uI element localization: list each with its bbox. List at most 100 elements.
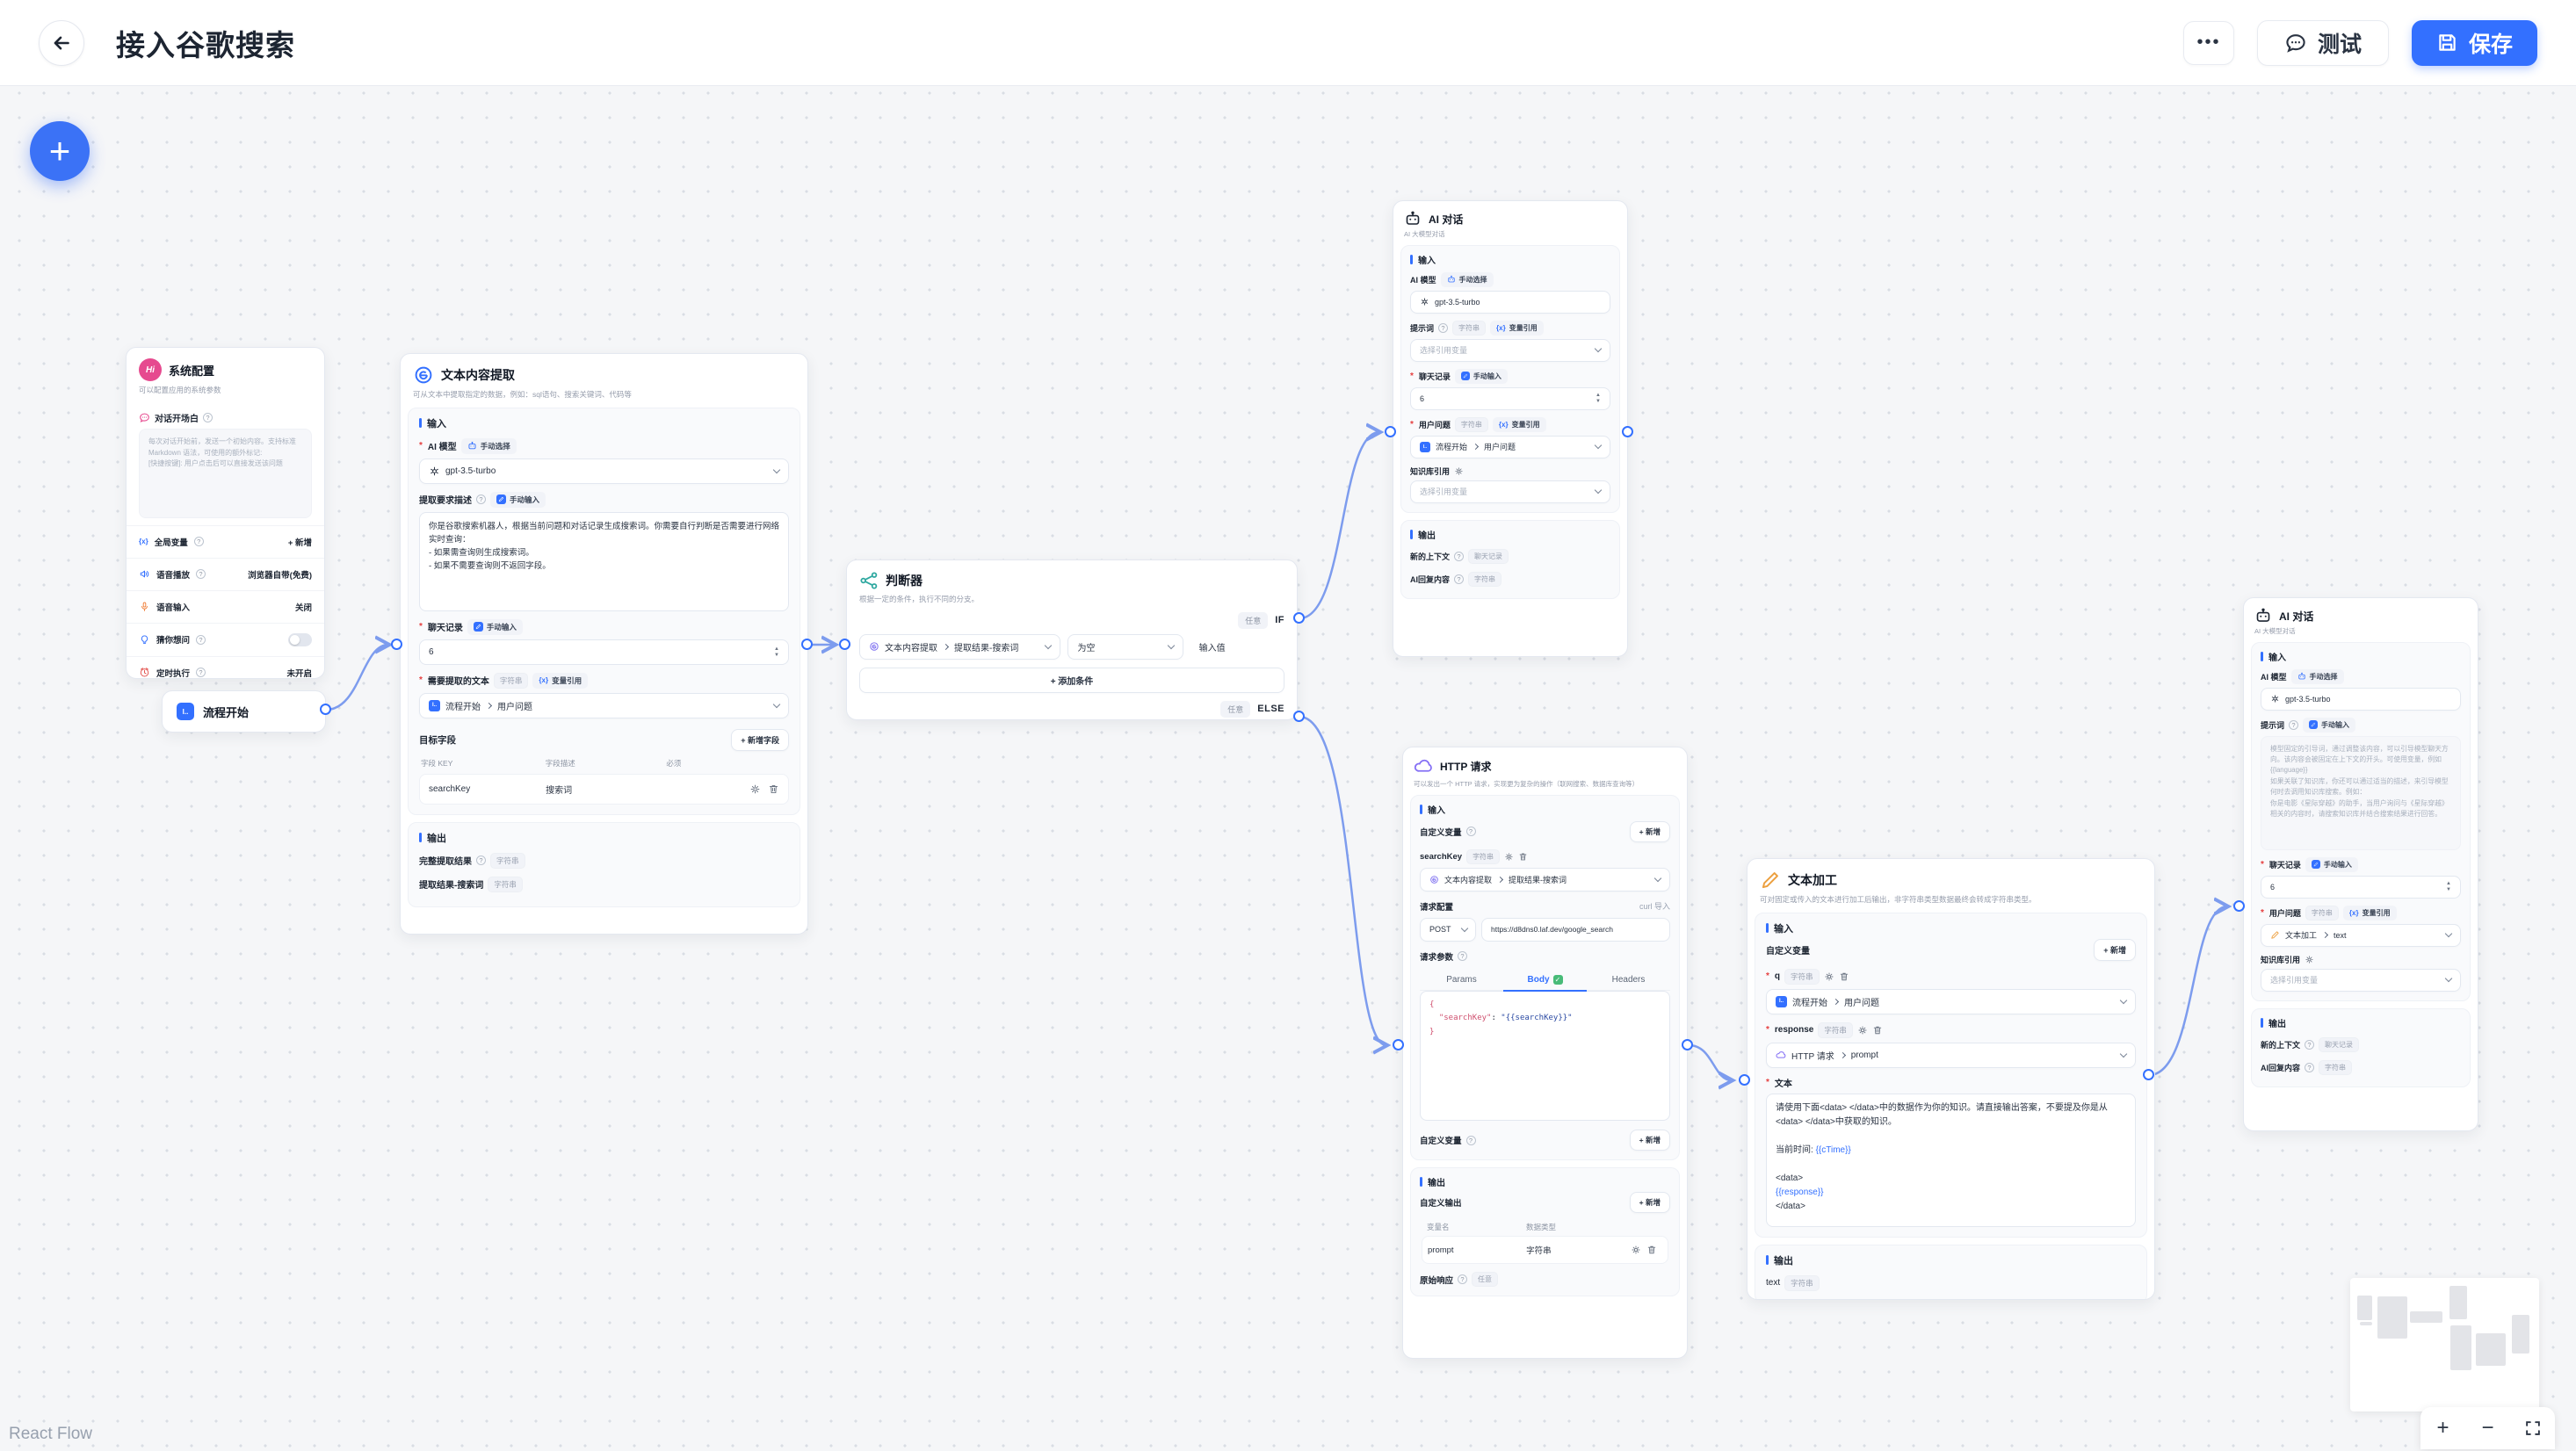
curl-import-button[interactable]: curl 导入 <box>1639 902 1670 911</box>
minimap[interactable] <box>2350 1278 2539 1411</box>
help-icon[interactable] <box>196 634 206 645</box>
trash-icon[interactable] <box>1839 971 1849 982</box>
gear-icon[interactable] <box>1631 1245 1641 1255</box>
node-ai-chat-2[interactable]: AI 对话 AI 大模型对话 输入 AI 模型 手动选择 gpt-3.5-tur… <box>2243 597 2478 1131</box>
gear-icon[interactable] <box>1857 1025 1868 1036</box>
help-icon[interactable] <box>1458 1274 1468 1284</box>
condition-op-select[interactable]: 为空 <box>1067 633 1183 660</box>
history-count-input[interactable]: 6 <box>419 639 789 665</box>
gear-icon[interactable] <box>2305 955 2314 964</box>
welcome-textarea[interactable]: 每次对话开始前，发送一个初始内容。支持标准 Markdown 语法，可使用的额外… <box>139 428 312 518</box>
node-flow-start[interactable]: I.. 流程开始 <box>162 690 326 733</box>
help-icon[interactable] <box>2305 1039 2315 1050</box>
help-icon[interactable] <box>2305 1062 2315 1072</box>
help-icon[interactable] <box>1438 322 1449 333</box>
prompt-ref-select[interactable]: 选择引用变量 <box>1410 338 1610 362</box>
node-system-config[interactable]: Hi 系统配置 可以配置应用的系统参数 对话开场白 每次对话开始前，发送一个初始… <box>126 347 325 679</box>
gear-icon[interactable] <box>1504 852 1514 862</box>
tab-body[interactable]: Body <box>1503 970 1587 992</box>
require-textarea[interactable]: 你是谷歌搜索机器人，根据当前问题和对话记录生成搜索词。你需要自行判断是否需要进行… <box>419 511 789 611</box>
connection-handle[interactable] <box>2143 1069 2154 1080</box>
connection-handle[interactable] <box>391 639 402 650</box>
help-icon[interactable] <box>193 537 204 547</box>
model-select[interactable]: gpt-3.5-turbo <box>1410 290 1610 314</box>
zoom-in-button[interactable]: + <box>2436 1416 2449 1440</box>
help-icon[interactable] <box>1454 551 1465 561</box>
guess-question-toggle[interactable] <box>288 632 312 646</box>
node-http-request[interactable]: HTTP 请求 可以发出一个 HTTP 请求，实现更为复杂的操作（联网搜索、数据… <box>1402 747 1688 1359</box>
method-select[interactable]: POST <box>1420 917 1476 942</box>
q-source-select[interactable]: I..流程开始用户问题 <box>1766 988 2136 1014</box>
help-icon[interactable] <box>476 494 486 505</box>
user-question-select[interactable]: I..流程开始用户问题 <box>1410 435 1610 458</box>
help-icon[interactable] <box>476 855 486 866</box>
trash-icon[interactable] <box>1518 852 1528 862</box>
trash-icon[interactable] <box>768 783 779 795</box>
prompt-textarea[interactable]: 模型固定的引导词，通过调整该内容，可以引导模型聊天方向。该内容会被固定在上下文的… <box>2261 735 2461 850</box>
node-ai-chat-1[interactable]: AI 对话 AI 大模型对话 输入 AI 模型 手动选择 gpt-3.5-tur… <box>1393 200 1628 657</box>
connection-handle[interactable] <box>1682 1039 1693 1050</box>
connection-handle[interactable] <box>1293 612 1305 624</box>
add-output-button[interactable]: + 新增 <box>1629 1192 1670 1213</box>
condition-var-select[interactable]: 文本内容提取提取结果-搜索词 <box>859 633 1061 660</box>
voice-input-value[interactable]: 关闭 <box>294 603 312 613</box>
test-button[interactable]: 测试 <box>2256 19 2389 66</box>
node-text-process[interactable]: 文本加工 可对固定或传入的文本进行加工后输出，非字符串类型数据最终会转成字符串类… <box>1747 858 2155 1300</box>
zoom-out-button[interactable]: − <box>2481 1416 2494 1440</box>
help-icon[interactable] <box>1458 951 1468 961</box>
schedule-value[interactable]: 未开启 <box>286 668 312 679</box>
tab-headers[interactable]: Headers <box>1611 974 1646 985</box>
add-field-button[interactable]: + 新增字段 <box>731 728 789 751</box>
trash-icon[interactable] <box>1646 1245 1657 1255</box>
history-count-input[interactable]: 6 <box>2261 875 2461 899</box>
var-source-select[interactable]: 文本内容提取提取结果-搜索词 <box>1420 867 1670 892</box>
help-icon[interactable] <box>1465 827 1476 836</box>
connection-handle[interactable] <box>2233 900 2245 912</box>
add-condition-button[interactable]: + 添加条件 <box>859 667 1284 693</box>
source-select[interactable]: I..流程开始用户问题 <box>419 692 789 718</box>
body-json-editor[interactable]: { "searchKey": "{{searchKey}}" } <box>1420 991 1670 1121</box>
node-text-extract[interactable]: 文本内容提取 可从文本中提取指定的数据，例如：sql语句、搜索关键词、代码等 输… <box>400 353 808 935</box>
help-icon[interactable] <box>1465 1135 1476 1145</box>
kb-ref-select[interactable]: 选择引用变量 <box>1410 480 1610 503</box>
connection-handle[interactable] <box>1385 426 1396 437</box>
back-button[interactable] <box>39 19 84 66</box>
number-stepper[interactable] <box>774 646 779 658</box>
connection-handle[interactable] <box>1622 426 1633 437</box>
help-icon[interactable] <box>2289 719 2299 730</box>
help-icon[interactable] <box>1454 574 1465 584</box>
more-button[interactable]: ••• <box>2182 20 2234 65</box>
connection-handle[interactable] <box>320 704 331 715</box>
number-stepper[interactable] <box>1596 393 1601 404</box>
model-select[interactable]: gpt-3.5-turbo <box>2261 687 2461 711</box>
history-count-input[interactable]: 6 <box>1410 386 1610 410</box>
gear-icon[interactable] <box>1824 971 1834 982</box>
connection-handle[interactable] <box>1739 1074 1750 1086</box>
gear-icon[interactable] <box>1454 466 1464 476</box>
connection-handle[interactable] <box>1293 711 1305 722</box>
kb-ref-select[interactable]: 选择引用变量 <box>2261 968 2461 992</box>
tab-params[interactable]: Params <box>1446 974 1477 985</box>
add-var-button[interactable]: + 新增 <box>1629 820 1670 842</box>
connection-handle[interactable] <box>839 639 850 650</box>
model-select[interactable]: gpt-3.5-turbo <box>419 458 789 484</box>
help-icon[interactable] <box>196 569 206 580</box>
gear-icon[interactable] <box>749 783 761 795</box>
trash-icon[interactable] <box>1872 1025 1883 1036</box>
tts-value[interactable]: 浏览器自带(免费) <box>248 570 312 581</box>
text-template-editor[interactable]: 请使用下面<data> </data>中的数据作为你的知识。请直接输出答案，不要… <box>1766 1093 2136 1227</box>
connection-handle[interactable] <box>801 639 813 650</box>
fit-view-button[interactable] <box>2515 1411 2551 1446</box>
save-button[interactable]: 保存 <box>2411 19 2537 66</box>
number-stepper[interactable] <box>2446 881 2451 892</box>
url-input[interactable]: https://d8dns0.laf.dev/google_search <box>1481 917 1670 942</box>
help-icon[interactable] <box>203 412 213 422</box>
add-node-button[interactable]: + <box>30 121 90 181</box>
condition-value-input[interactable]: 输入值 <box>1198 643 1226 653</box>
help-icon[interactable] <box>196 668 206 678</box>
add-var-button[interactable]: + 新增 <box>2094 938 2136 961</box>
